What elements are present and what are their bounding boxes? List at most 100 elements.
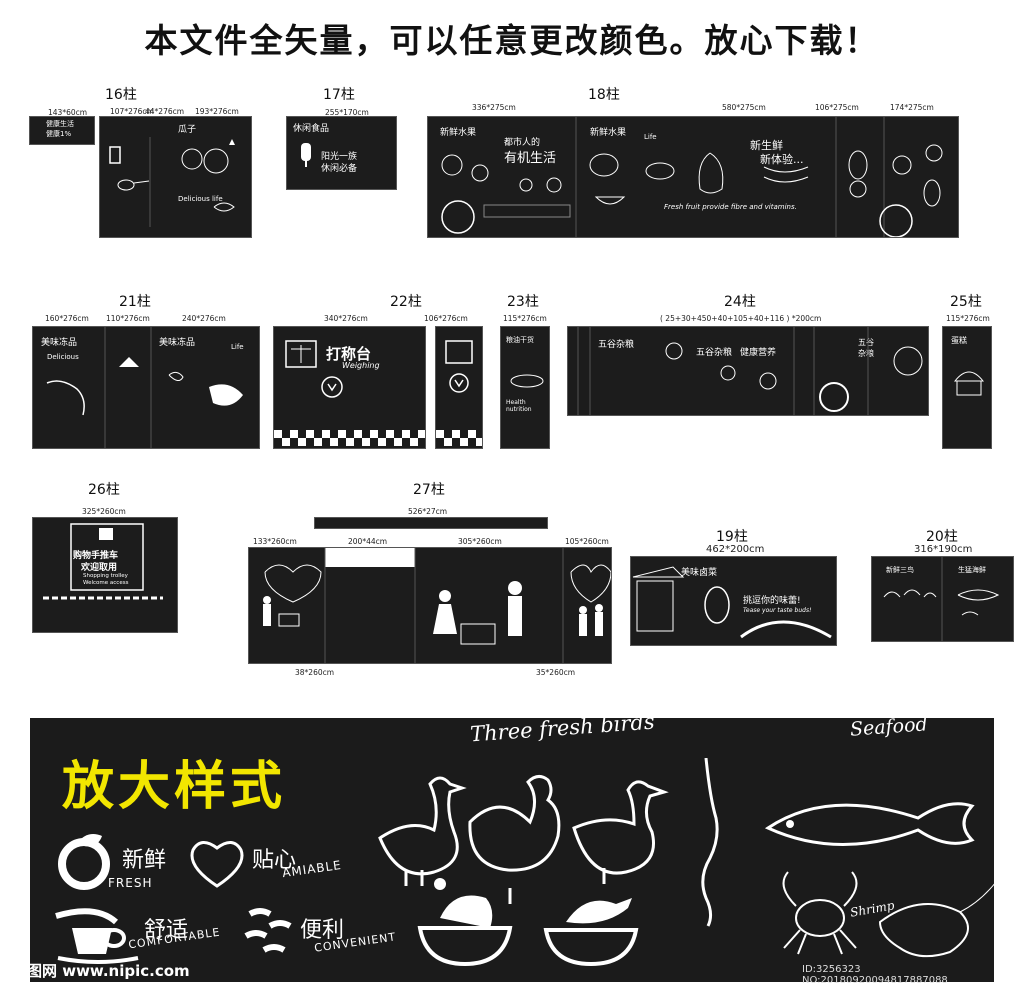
column-22-label: 22柱 <box>390 294 422 310</box>
panel-22-title: 打称台 <box>326 345 372 363</box>
panel-26: 购物手推车 欢迎取用 Shopping trolley Welcome acce… <box>32 517 178 633</box>
panel-26-line3: Shopping trolley <box>83 573 128 579</box>
dim-21-a: 160*276cm <box>45 314 89 323</box>
snack-illustration-icon <box>109 137 235 227</box>
panel-26-line1: 购物手推车 <box>73 551 119 561</box>
dim-16-d: 193*276cm <box>195 107 239 116</box>
popsicle-icon <box>301 143 311 167</box>
dim-21-c: 240*276cm <box>182 314 226 323</box>
cake-icon <box>953 371 985 396</box>
panel-17-line1: 阳光一族 <box>321 152 358 162</box>
column-18-label: 18柱 <box>588 87 620 103</box>
dim-25-a: 115*276cm <box>946 314 990 323</box>
panel-17-title: 休闲食品 <box>293 124 330 134</box>
zoom-title: 放大样式 <box>62 757 287 817</box>
dim-18-d: 174*275cm <box>890 103 934 112</box>
column-20-label: 20柱 <box>926 529 958 545</box>
convenient-icon <box>244 908 292 953</box>
dim-20-a: 316*190cm <box>914 544 973 555</box>
panel-18-sub1: 都市人的 <box>504 138 541 148</box>
panel-16-b-title: 瓜子 <box>178 125 197 135</box>
label-comfortable-cn: 舒适 <box>144 918 189 943</box>
heart-icon <box>190 841 244 888</box>
page-title: 本文件全矢量，可以任意更改颜色。放心下载！ <box>144 21 880 60</box>
panel-20: 新鲜三鸟 生猛海鲜 <box>871 556 1014 642</box>
cart-sign-icon <box>43 523 163 600</box>
panel-24-title2: 五谷杂粮 <box>696 348 733 358</box>
dim-27-d: 305*260cm <box>458 537 502 546</box>
grain-bowl-icon <box>510 374 544 388</box>
dim-16-b: 107*276cm <box>110 107 154 116</box>
dim-17-a: 255*170cm <box>325 108 369 117</box>
dim-27-f: 38*260cm <box>295 668 335 677</box>
dim-27-c: 200*44cm <box>348 537 388 546</box>
panel-21-title2: 美味冻品 <box>159 338 196 348</box>
dim-19-a: 462*200cm <box>706 544 765 555</box>
fresh-icon <box>58 834 110 890</box>
dim-23-a: 115*276cm <box>503 314 547 323</box>
panel-23-title: 粮油干货 <box>506 336 534 344</box>
panel-22-sub: Weighing <box>342 361 380 370</box>
panel-16-b: 瓜子 Delicious life <box>99 116 252 238</box>
panel-24-title4: 五谷杂粮 <box>858 338 874 358</box>
panel-18: 新鲜水果 都市人的 有机生活 新鲜水果 新生鲜 新体验... Fresh fru… <box>427 116 959 238</box>
panel-21-life: Life <box>231 343 244 351</box>
panel-23: 粮油干货 Health nutrition <box>500 326 550 449</box>
column-24-label: 24柱 <box>724 294 756 310</box>
label-convenient-cn: 便利 <box>300 918 345 943</box>
panel-25: 蛋糕 <box>942 326 992 449</box>
dim-27-e: 105*260cm <box>565 537 609 546</box>
scale-icon <box>436 340 482 446</box>
panel-16-b-sub: Delicious life <box>178 195 223 203</box>
dim-24-a: ( 25+30+450+40+105+40+116 ) *200cm <box>660 314 822 323</box>
column-25-label: 25柱 <box>950 294 982 310</box>
panel-18-new1: 新生鲜 <box>750 139 783 152</box>
stall-illustration-icon <box>632 566 832 639</box>
label-amiable-cn: 贴心 <box>252 848 297 873</box>
dim-27-g: 35*260cm <box>536 668 576 677</box>
dim-16-a: 143*60cm <box>48 108 88 117</box>
panel-21: 美味冻品 Delicious 美味冻品 Life <box>32 326 260 449</box>
panel-18-sub2: 有机生活 <box>504 151 557 166</box>
panel-18-caption: Fresh fruit provide fibre and vitamins. <box>664 203 797 211</box>
column-17-label: 17柱 <box>323 87 355 103</box>
panel-19-slogan: 挑逗你的味蕾! <box>743 596 801 606</box>
dim-18-c: 106*275cm <box>815 103 859 112</box>
panel-16-a-text2: 健康1% <box>46 130 72 138</box>
dim-18-b: 580*275cm <box>722 103 766 112</box>
panel-26-line4: Welcome access <box>83 580 129 586</box>
panel-21-title1: 美味冻品 <box>41 338 78 348</box>
panel-17: 休闲食品 阳光一族 休闲必备 <box>286 116 397 190</box>
panel-18-title1: 新鲜水果 <box>440 128 477 138</box>
watermark-id: ID:3256323 NO:20180920094817887088 <box>802 964 948 986</box>
panel-19-en: Tease your taste buds! <box>743 607 812 614</box>
panel-16-a-text1: 健康生活 <box>46 120 74 128</box>
panel-23-sub: Health nutrition <box>506 399 532 413</box>
birds-caption: Three fresh birds <box>469 709 656 747</box>
panel-20-title1: 新鲜三鸟 <box>886 566 914 574</box>
seafood-caption: Seafood <box>849 713 929 741</box>
birds-seafood-illustration-icon <box>378 758 997 967</box>
coffee-cup-icon <box>55 908 139 964</box>
watermark-site: 昵图网 www.nipic.com <box>12 962 190 980</box>
panel-19-title: 美味卤菜 <box>681 568 718 578</box>
dim-18-a: 336*275cm <box>472 103 516 112</box>
label-fresh-en: FRESH <box>108 876 153 890</box>
dim-27-b: 133*260cm <box>253 537 297 546</box>
column-26-label: 26柱 <box>88 482 120 498</box>
panel-26-line2: 欢迎取用 <box>81 563 118 573</box>
panel-27 <box>248 547 612 664</box>
column-19-label: 19柱 <box>716 529 748 545</box>
dim-22-a: 340*276cm <box>324 314 368 323</box>
dim-26-a: 325*260cm <box>82 507 126 516</box>
panel-22-a: 打称台 Weighing <box>273 326 426 449</box>
birds-fish-icon <box>883 557 1000 641</box>
zoom-panel: 放大样式 新鲜 FRESH 贴心 AMIABLE 舒适 COMFORTABLE … <box>12 710 997 986</box>
grain-illustration-icon <box>577 327 923 415</box>
panel-18-life: Life <box>644 133 657 141</box>
panel-19: 美味卤菜 挑逗你的味蕾! Tease your taste buds! <box>630 556 837 646</box>
label-fresh-cn: 新鲜 <box>122 848 167 873</box>
panel-18-title2: 新鲜水果 <box>590 128 627 138</box>
fruit-illustration-icon <box>441 117 943 237</box>
panel-25-title: 蛋糕 <box>951 336 967 345</box>
